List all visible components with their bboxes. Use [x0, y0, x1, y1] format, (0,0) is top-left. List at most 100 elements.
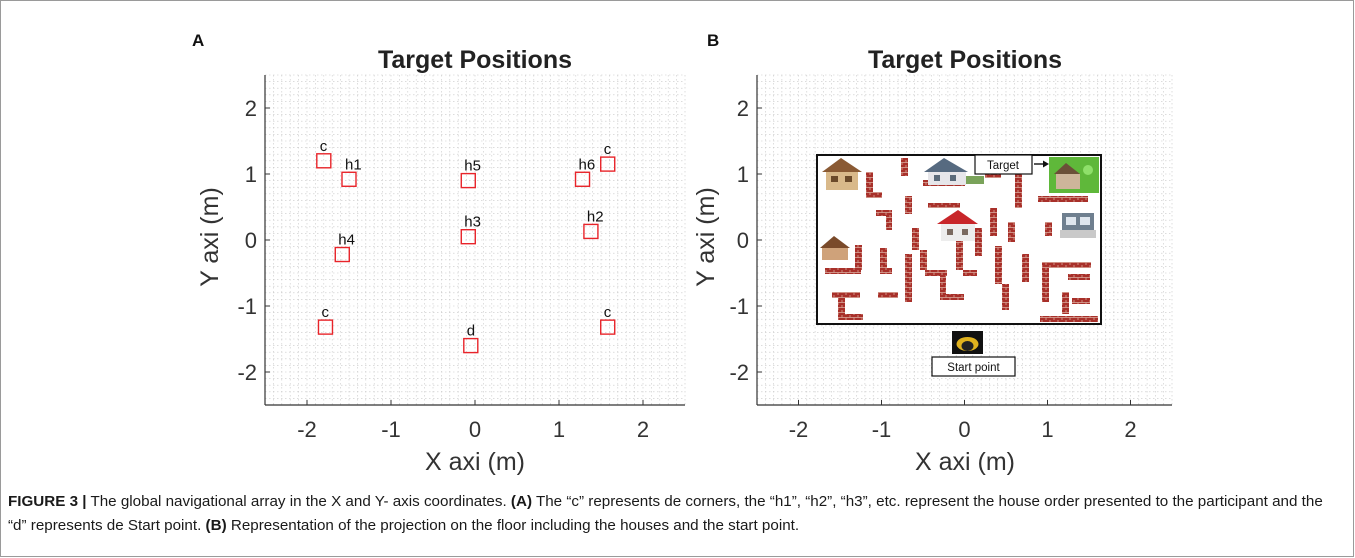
point-label: h6	[579, 156, 596, 173]
maze-wall	[912, 228, 919, 250]
panel-a-x-axis-label: X axi (m)	[425, 448, 525, 476]
caption-text-3: Representation of the projection on the …	[226, 517, 800, 534]
maze-wall	[1045, 222, 1052, 236]
x-tick-label: -1	[381, 417, 401, 442]
x-tick-label: 0	[469, 417, 481, 442]
x-tick-label: -1	[872, 417, 892, 442]
point-label: h3	[464, 214, 481, 231]
point-label: h4	[338, 232, 355, 249]
maze-wall	[880, 268, 892, 274]
y-tick-label: 2	[245, 96, 257, 121]
y-tick-label: 1	[737, 162, 749, 187]
maze-wall	[866, 172, 873, 192]
maze-wall	[1049, 262, 1091, 268]
maze-wall	[905, 254, 912, 302]
point-label: c	[604, 304, 612, 321]
panel-b-y-tick-labels: -2 -1 0 1 2	[729, 96, 749, 385]
panel-b-axes	[756, 75, 1172, 406]
figure-caption: FIGURE 3 | The global navigational array…	[8, 490, 1343, 538]
maze-wall	[940, 276, 946, 294]
target-marker	[317, 319, 334, 335]
panel-b-label: B	[707, 31, 719, 50]
panel-a-title: Target Positions	[378, 46, 572, 74]
maze-wall	[886, 216, 892, 230]
maze-wall	[1022, 254, 1029, 282]
maze-wall	[1008, 222, 1015, 242]
maze-wall	[832, 292, 860, 298]
maze-wall	[1038, 196, 1088, 202]
maze-wall	[876, 210, 892, 216]
panel-b-title: Target Positions	[868, 46, 1062, 74]
maze-wall	[928, 203, 960, 208]
maze-walls	[825, 158, 1098, 322]
y-tick-label: -2	[237, 360, 257, 385]
caption-ref-a: (A)	[510, 493, 533, 510]
x-tick-label: 1	[1041, 417, 1053, 442]
target-marker	[583, 223, 599, 240]
panel-b-y-axis-label: Y axi (m)	[692, 187, 720, 287]
target-marker	[574, 171, 591, 187]
point-label: h2	[587, 208, 604, 225]
target-marker	[460, 172, 476, 189]
point-label: c	[320, 138, 328, 155]
panel-a-label: A	[192, 31, 204, 50]
maze-wall	[963, 270, 977, 276]
x-tick-label: -2	[297, 417, 317, 442]
y-tick-label: 1	[245, 162, 257, 187]
house-icon	[924, 158, 984, 185]
y-tick-label: -2	[729, 360, 749, 385]
panel-a-x-tick-labels: -2 -1 0 1 2	[297, 417, 649, 442]
x-tick-label: 0	[958, 417, 970, 442]
point-label: h5	[464, 158, 481, 175]
maze-wall	[975, 228, 982, 256]
x-tick-label: 2	[637, 417, 649, 442]
x-tick-label: 2	[1124, 417, 1136, 442]
maze-wall	[956, 240, 963, 270]
house-icon	[820, 236, 850, 260]
caption-text-2: The “c” represents de corners, the “h1”,…	[8, 493, 1323, 534]
figure-canvas: A Target Positions -2 -1 0 1 2 -2 -1 0 1 2 X axi…	[192, 31, 1173, 476]
y-tick-label: 0	[737, 228, 749, 253]
maze-wall	[1042, 262, 1049, 302]
target-marker	[341, 171, 357, 187]
target-marker	[316, 153, 332, 169]
maze-wall	[901, 158, 908, 176]
target-marker	[334, 246, 350, 263]
target-label: Target	[987, 160, 1020, 172]
panel-a: A Target Positions -2 -1 0 1 2 -2 -1 0 1 2 X axi…	[192, 31, 686, 476]
maze-wall	[1072, 298, 1090, 304]
maze-wall	[838, 298, 845, 320]
maze-wall	[990, 208, 997, 236]
target-house-icon	[1049, 157, 1099, 193]
maze-wall	[866, 192, 882, 198]
maze-projection: Target	[816, 154, 1102, 325]
maze-wall	[880, 248, 887, 268]
maze-wall	[1002, 284, 1009, 310]
x-tick-label: 1	[553, 417, 565, 442]
maze-wall	[920, 250, 927, 270]
arrow-right-icon	[1034, 160, 1049, 168]
maze-wall	[855, 245, 862, 270]
target-marker	[463, 337, 479, 354]
point-label: d	[467, 323, 475, 340]
y-tick-label: -1	[237, 294, 257, 319]
target-marker	[460, 228, 476, 245]
panel-a-grid	[264, 74, 686, 406]
maze-wall	[1068, 274, 1090, 280]
maze-wall	[905, 196, 912, 214]
maze-wall	[1015, 174, 1022, 208]
maze-wall	[925, 270, 947, 276]
point-label: c	[604, 141, 612, 158]
maze-wall	[1040, 316, 1098, 322]
y-tick-label: -1	[729, 294, 749, 319]
caption-text-1: The global navigational array in the X a…	[86, 493, 511, 510]
panel-a-y-axis-label: Y axi (m)	[196, 187, 224, 287]
y-tick-label: 2	[737, 96, 749, 121]
target-marker	[600, 156, 616, 172]
maze-wall	[825, 268, 861, 274]
panel-a-axes	[264, 75, 685, 406]
